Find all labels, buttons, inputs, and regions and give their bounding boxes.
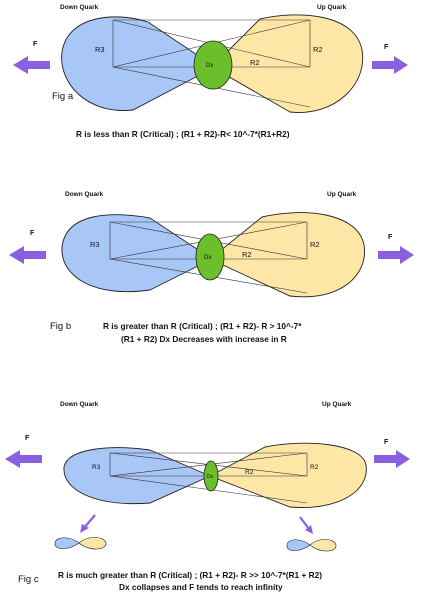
fig-c-tag: Fig c bbox=[18, 574, 39, 585]
r2-center-label: R2 bbox=[245, 469, 254, 476]
up-quark-lobe bbox=[208, 442, 367, 508]
force-left-label: F bbox=[25, 435, 30, 442]
dx-label: Dx bbox=[204, 255, 211, 261]
up-quark-lobe bbox=[209, 212, 365, 298]
collapsed-pair-right bbox=[286, 539, 337, 552]
r3-label: R3 bbox=[95, 45, 105, 54]
down-quark-lobe bbox=[61, 214, 213, 293]
overlap-region bbox=[203, 460, 219, 492]
fig-b-caption-line1: R is greater than R (Critical) ; (R1 + R… bbox=[103, 321, 302, 331]
force-arrow-right-icon bbox=[378, 246, 414, 264]
force-left-label: F bbox=[33, 41, 38, 48]
r2-center-label: R2 bbox=[242, 250, 252, 259]
dx-label: Dx bbox=[207, 474, 214, 480]
overlap-region bbox=[193, 40, 233, 90]
fig-b-tag: Fig b bbox=[50, 321, 72, 332]
down-quark-label: Down Quark bbox=[60, 4, 99, 11]
force-arrow-left-icon bbox=[9, 246, 46, 264]
fig-c-caption-line1: R is much greater than R (Critical) ; (R… bbox=[58, 570, 322, 580]
fig-a-tag: Fig a bbox=[52, 91, 74, 102]
down-quark-label: Down Quark bbox=[65, 191, 104, 198]
dx-label: Dx bbox=[206, 63, 213, 69]
pointer-arrow-right-icon bbox=[299, 516, 313, 534]
force-arrow-left-icon bbox=[5, 450, 42, 468]
r2-right-label: R2 bbox=[310, 464, 319, 471]
fig-a-caption: R is less than R (Critical) ; (R1 + R2)-… bbox=[76, 129, 290, 139]
down-quark-lobe bbox=[61, 16, 216, 111]
force-arrow-left-icon bbox=[13, 56, 50, 74]
r3-label: R3 bbox=[92, 464, 101, 471]
fig-b-caption-line2: (R1 + R2) Dx Decreases with increase in … bbox=[121, 334, 287, 344]
up-quark-label: Up Quark bbox=[327, 191, 357, 198]
force-right-label: F bbox=[384, 44, 389, 51]
collapsed-pair-left bbox=[54, 537, 107, 550]
down-quark-lobe bbox=[63, 447, 212, 505]
r2-right-label: R2 bbox=[310, 240, 320, 249]
fig-a-diagram: Down Quark Up Quark Dx R3 R2 R2 F F bbox=[13, 4, 408, 113]
force-right-label: F bbox=[384, 439, 389, 446]
down-quark-label: Down Quark bbox=[60, 401, 99, 408]
overlap-region bbox=[195, 233, 225, 281]
up-quark-label: Up Quark bbox=[322, 401, 352, 408]
force-right-label: F bbox=[388, 234, 393, 241]
force-arrow-right-icon bbox=[374, 450, 410, 468]
r2-right-label: R2 bbox=[313, 45, 323, 54]
r3-label: R3 bbox=[90, 240, 100, 249]
pointer-arrow-left-icon bbox=[80, 514, 96, 533]
r2-center-label: R2 bbox=[250, 58, 260, 67]
fig-b-diagram: Down Quark Up Quark Dx R3 R2 R2 F F bbox=[9, 191, 414, 298]
force-arrow-right-icon bbox=[372, 56, 408, 74]
fig-c-diagram: Down Quark Up Quark Dx R3 R2 R2 F F bbox=[5, 401, 410, 552]
up-quark-label: Up Quark bbox=[317, 4, 347, 11]
fig-c-caption-line2: Dx collapses and F tends to reach infini… bbox=[119, 582, 283, 592]
up-quark-lobe bbox=[211, 14, 364, 113]
force-left-label: F bbox=[30, 230, 35, 237]
